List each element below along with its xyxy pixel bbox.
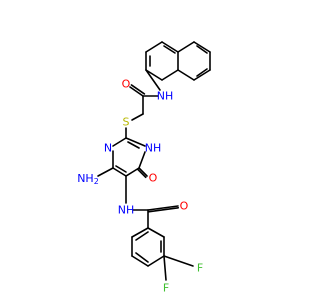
naphthalene-bond [193,69,211,81]
bond-layer [97,41,211,281]
bond-carbonyl-o-bottom [147,206,180,213]
bond-c6-o [138,167,148,177]
ring-bond [112,167,127,177]
bond-ch2-s [131,113,144,121]
naphthalene-bond [161,41,179,53]
naphthalene-double-bond [196,68,208,77]
structure-canvas: NH O S N NH NH2 O NH O F F [77,41,211,295]
bond-c6-o [136,168,147,179]
naphthalene-double-bond [163,45,176,54]
naphthalene-bond [145,69,163,81]
benzene-bond [131,227,149,238]
bond-c4-nh2 [97,167,114,177]
naphthalene-bond [193,41,211,53]
benzene-bond [147,255,165,267]
ring-bond [112,137,127,147]
naphthalene-bond [177,69,195,81]
naphthalene-bond [177,41,195,53]
benzene-bond [131,255,149,267]
naphthalene-bond [161,69,179,81]
atom-o-ring: O [149,172,158,185]
atom-nh-amide-top: NH [157,90,174,103]
bond-carbonyl-o-bottom [147,205,179,211]
molecule-diagram: NH O S N NH NH2 O NH O F F [77,41,211,295]
naphthalene-bond [145,41,163,53]
atom-s-thioether: S [123,116,130,129]
atom-o-amide-top: O [122,78,131,91]
naphthalene-double-bond [196,45,208,54]
atom-nh2-amino: NH2 [77,172,99,186]
benzene-double-bond [135,231,149,241]
atom-nh-ring: NH [145,142,162,155]
bond-c-f-para [163,255,167,281]
ring-double-bond [127,141,140,149]
ring-bond [138,151,146,169]
bond-carbonyl-o [130,84,146,95]
bond-carbonyl-o [129,86,144,97]
ring-double-bond [115,165,127,173]
benzene-double-bond [135,252,149,263]
atom-n-ring: N [104,142,112,155]
benzene-bond [147,227,165,238]
ring-bond [125,167,140,177]
atom-o-amide-bottom: O [180,200,189,213]
atom-nh-amide-bottom: NH [118,204,135,217]
ring-bond [125,137,146,147]
atom-f-para: F [163,282,169,295]
bond-naph-nh [145,69,161,91]
atom-f-meta: F [197,262,203,275]
atom-labels: NH O S N NH NH2 O NH O F F [77,78,203,295]
bond-c-f-meta [163,255,194,267]
